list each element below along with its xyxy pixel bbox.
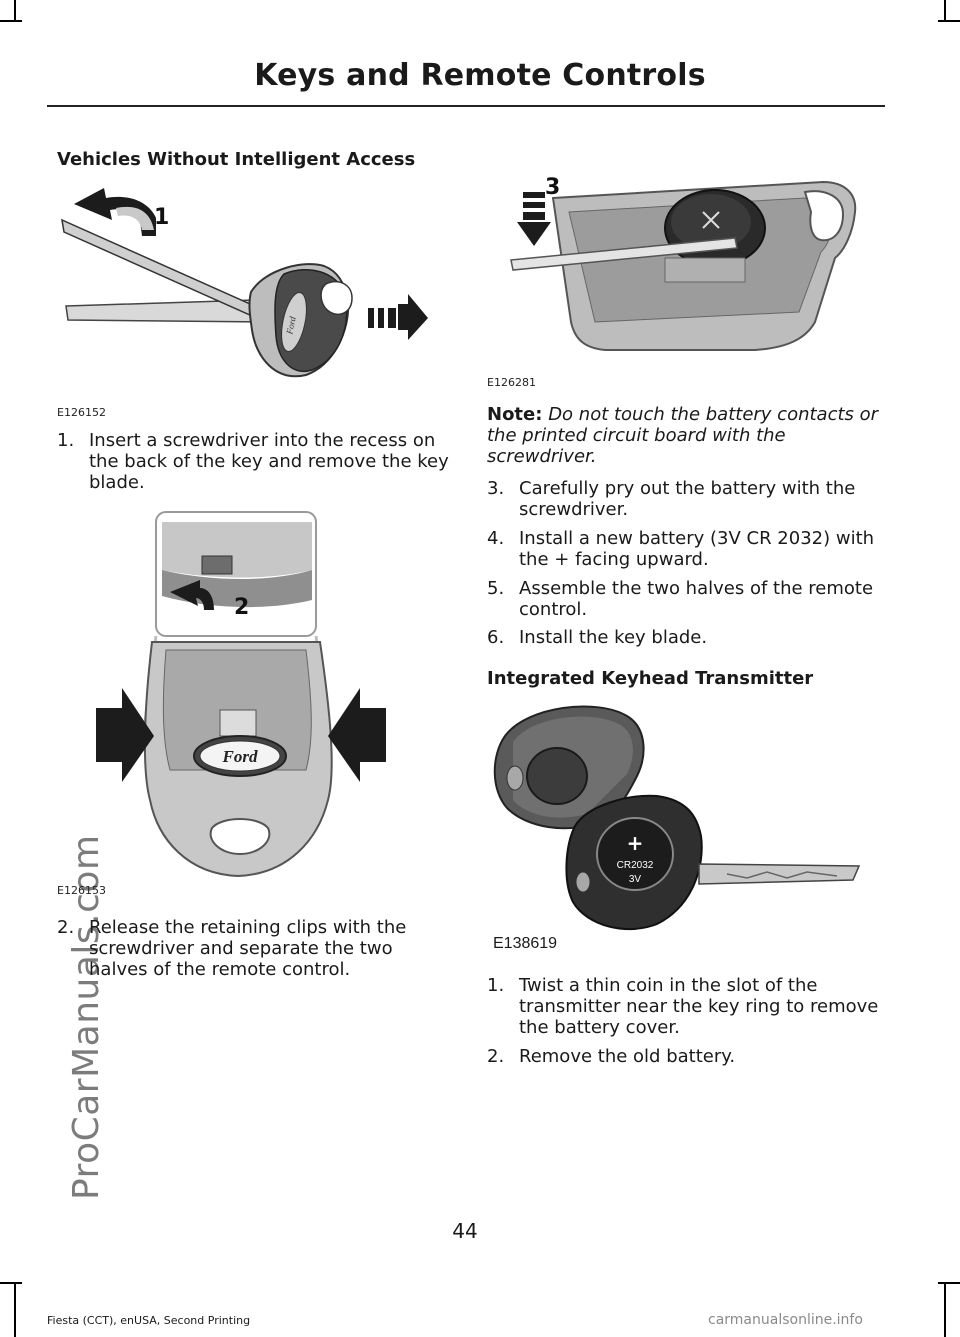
header-rule xyxy=(47,105,885,107)
figure-code-e126153: E126153 xyxy=(57,884,106,897)
step-number: 1. xyxy=(487,975,505,996)
step-1-left: 1. Insert a screwdriver into the recess … xyxy=(57,430,452,493)
step-number: 2. xyxy=(57,917,75,938)
crop-mark xyxy=(944,0,946,22)
page-number: 44 xyxy=(452,1219,478,1243)
section-title-integrated-keyhead: Integrated Keyhead Transmitter xyxy=(487,668,814,689)
step-number: 3. xyxy=(487,478,505,499)
figure-code-e126281: E126281 xyxy=(487,376,536,389)
ford-logo-text: Ford xyxy=(284,315,298,336)
step-5-right: 5. Assemble the two halves of the remote… xyxy=(487,578,882,620)
footer-edition: Fiesta (CCT), enUSA, Second Printing xyxy=(47,1314,251,1327)
step-2-left: 2. Release the retaining clips with the … xyxy=(57,917,452,980)
figure-code-e138619: E138619 xyxy=(493,935,558,952)
battery-plus-label: + xyxy=(627,831,644,855)
battery-model-label: CR2032 xyxy=(617,860,654,871)
crop-mark xyxy=(0,20,22,22)
crop-mark xyxy=(14,0,16,22)
step-6-right: 6. Install the key blade. xyxy=(487,627,882,648)
crop-mark xyxy=(938,1282,960,1284)
page-header-title: Keys and Remote Controls xyxy=(254,58,706,93)
crop-mark xyxy=(944,1282,946,1337)
step-text: Assemble the two halves of the remote co… xyxy=(519,578,874,620)
step-text: Install a new battery (3V CR 2032) with … xyxy=(519,528,875,570)
step-2-right: 2. Remove the old battery. xyxy=(487,1046,882,1067)
step-text: Release the retaining clips with the scr… xyxy=(89,917,407,980)
step-text: Carefully pry out the battery with the s… xyxy=(519,478,856,520)
crop-mark xyxy=(938,20,960,22)
figure-keyhead-transmitter: + CR2032 3V xyxy=(493,705,861,931)
step-3-right: 3. Carefully pry out the battery with th… xyxy=(487,478,882,520)
figure-battery-pry: 3 xyxy=(510,175,857,351)
step-number: 2. xyxy=(487,1046,505,1067)
step-text: Twist a thin coin in the slot of the tra… xyxy=(519,975,879,1038)
note-block: Note: Do not touch the battery contacts … xyxy=(487,404,882,467)
crop-mark xyxy=(14,1282,16,1337)
step-text: Install the key blade. xyxy=(519,627,708,648)
figure-release-clips: 2 Ford xyxy=(96,511,386,878)
step-text: Remove the old battery. xyxy=(519,1046,736,1067)
battery-voltage-label: 3V xyxy=(629,874,642,885)
step-4-right: 4. Install a new battery (3V CR 2032) wi… xyxy=(487,528,882,570)
callout-2: 2 xyxy=(234,595,249,620)
figure-code-e126152: E126152 xyxy=(57,406,106,419)
ford-logo-text: Ford xyxy=(222,747,258,766)
note-label: Note: xyxy=(487,404,543,425)
footer-site: carmanualsonline.info xyxy=(708,1312,863,1328)
step-number: 6. xyxy=(487,627,505,648)
crop-mark xyxy=(0,1282,22,1284)
callout-1: 1 xyxy=(154,205,169,230)
step-text: Insert a screwdriver into the recess on … xyxy=(89,430,449,493)
note-text: Do not touch the battery contacts or the… xyxy=(487,404,879,467)
callout-3: 3 xyxy=(545,175,560,200)
figure-key-blade-removal: Ford 1 xyxy=(61,188,428,378)
step-number: 5. xyxy=(487,578,505,599)
step-1-right: 1. Twist a thin coin in the slot of the … xyxy=(487,975,882,1038)
step-number: 4. xyxy=(487,528,505,549)
section-title-without-intelligent-access: Vehicles Without Intelligent Access xyxy=(57,149,416,170)
step-number: 1. xyxy=(57,430,75,451)
